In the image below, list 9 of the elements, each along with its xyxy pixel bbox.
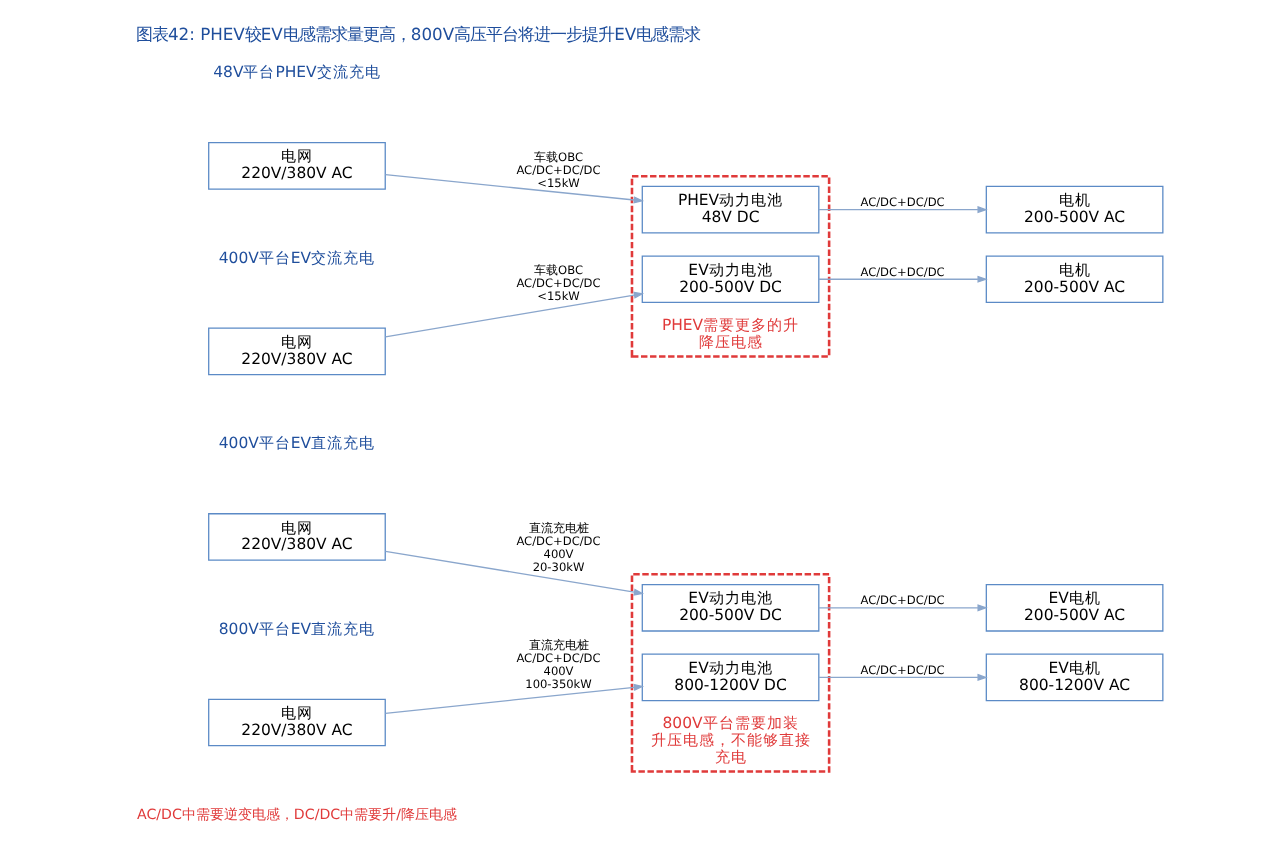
arrow (817, 206, 987, 214)
arrow (383, 683, 644, 714)
arrow (383, 291, 644, 338)
arrow (383, 174, 644, 204)
arrow (817, 673, 987, 681)
arrow (817, 604, 987, 612)
arrow (383, 550, 644, 596)
diagram-title: 图表42: PHEV较EV电感需求量更高，800V高压平台将进一步提升EV电感需求 (134, 24, 700, 45)
arrow (817, 275, 987, 283)
